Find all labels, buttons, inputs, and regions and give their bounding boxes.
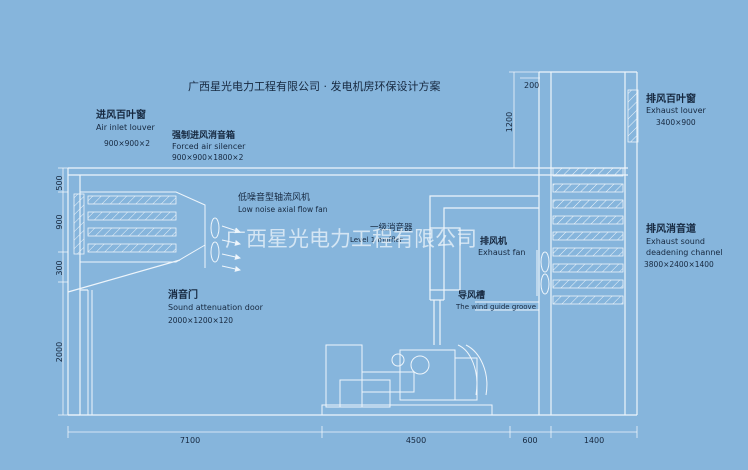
watermark-text: 广西星光电力工程有限公司	[225, 227, 477, 251]
exhaust-louver-size: 3400×900	[656, 118, 696, 127]
exhaust-fan-cn: 排风机	[480, 235, 507, 247]
exhaust-channel-cn: 排风消音道	[646, 222, 696, 235]
door-cn: 消音门	[168, 288, 198, 301]
forced-air-silencer	[80, 191, 206, 263]
exhaust-channel-en2: deadening channel	[646, 248, 723, 257]
dim-7100: 7100	[180, 436, 200, 445]
exhaust-louver	[627, 89, 639, 143]
axial-fan-en: Low noise axial flow fan	[238, 205, 328, 214]
drawing-title: 广西星光电力工程有限公司 · 发电机房环保设计方案	[188, 79, 441, 93]
sound-attenuation-door	[87, 290, 93, 415]
door-size: 2000×1200×120	[168, 316, 233, 325]
dimension-lines	[58, 71, 638, 438]
forced-air-silencer-cn: 强制进风消音箱	[172, 129, 235, 141]
guide-groove-en: The wind guide groove	[455, 303, 536, 311]
exhaust-channel-en1: Exhaust sound	[646, 237, 705, 246]
axial-flow-fan	[204, 212, 241, 272]
dim-200: 200	[524, 81, 539, 90]
exhaust-louver-en: Exhaust louver	[646, 106, 707, 115]
exhaust-duct	[429, 195, 539, 345]
wind-guide-groove	[457, 301, 539, 396]
dim-600: 600	[522, 436, 537, 445]
building-outline	[67, 71, 638, 416]
dim-2000: 2000	[55, 342, 64, 362]
dim-4500: 4500	[406, 436, 426, 445]
dim-300: 300	[55, 260, 64, 275]
dim-1400: 1400	[584, 436, 604, 445]
air-inlet-louver-size: 900×900×2	[104, 139, 150, 148]
generator-set	[321, 344, 493, 416]
door-en: Sound attenuation door	[168, 303, 264, 312]
axial-fan-cn: 低噪音型轴流风机	[238, 191, 310, 203]
exhaust-deadening-channel	[552, 167, 624, 305]
guide-groove-cn: 导风槽	[458, 289, 485, 301]
exhaust-louver-cn: 排风百叶窗	[646, 92, 696, 105]
dim-1200: 1200	[505, 112, 514, 132]
muffler-en: Level 1 muffler	[350, 236, 403, 244]
forced-air-silencer-en: Forced air silencer	[172, 142, 246, 151]
exhaust-fan	[536, 250, 550, 296]
muffler-cn: 一级消音器	[370, 222, 413, 233]
air-inlet-louver-cn: 进风百叶窗	[96, 108, 146, 121]
forced-air-silencer-size: 900×900×1800×2	[172, 153, 244, 162]
air-inlet-louver-en: Air inlet louver	[96, 123, 155, 132]
dim-900: 900	[55, 214, 64, 229]
dim-500: 500	[55, 175, 64, 190]
air-inlet-louver	[73, 193, 85, 255]
exhaust-channel-size: 3800×2400×1400	[644, 260, 714, 269]
exhaust-fan-en: Exhaust fan	[478, 248, 525, 257]
